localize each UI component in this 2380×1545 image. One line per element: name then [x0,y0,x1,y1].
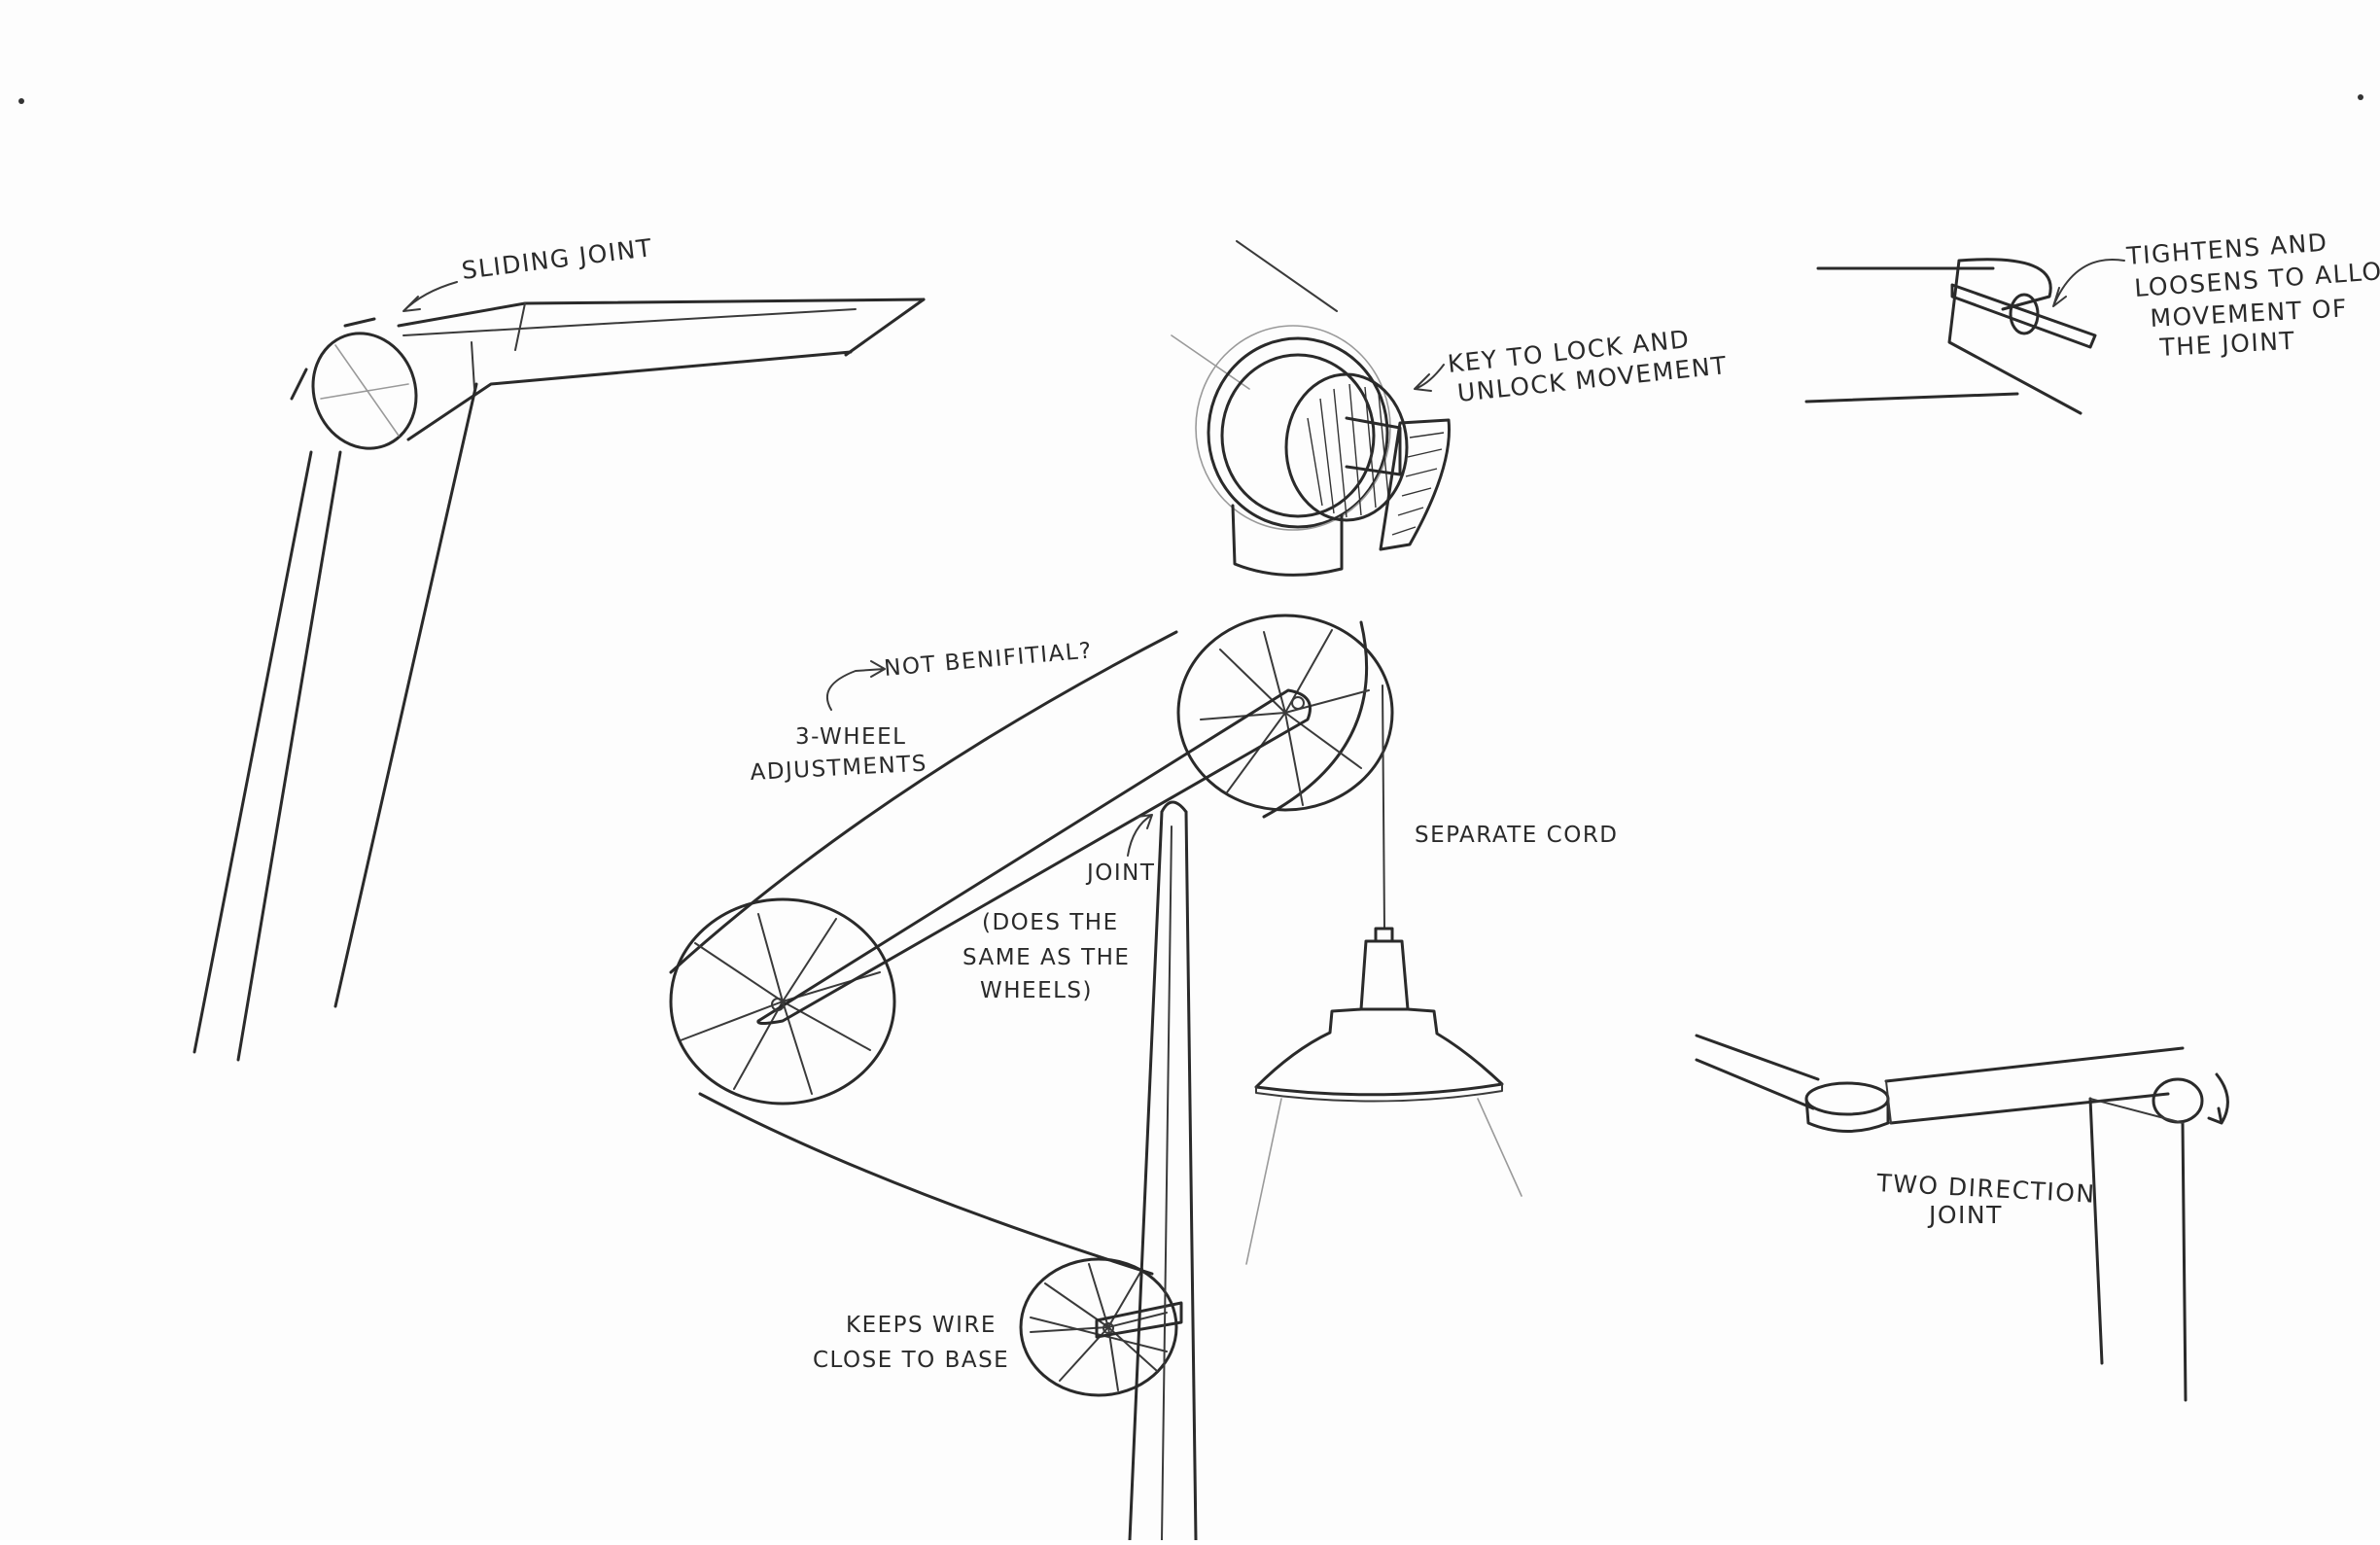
post-left-edge [1128,810,1164,1542]
key-handle-hatching [1391,432,1445,536]
post-right-edge [1184,810,1198,1542]
two-direction-joint-sketch: TWO DIRECTION JOINT [1695,1034,2229,1402]
tightens-label-line-4: THE JOINT [2158,327,2296,362]
separate-cord-label: SEPARATE CORD [1415,823,1619,848]
arm-pivot-top [1291,696,1305,710]
sliding-joint-disc [311,332,418,450]
sliding-joint-label: SLIDING JOINT [460,233,654,285]
key-shaft [1345,416,1402,476]
left-wheel-spokes [680,913,881,1095]
joint-label: JOINT [1085,860,1155,886]
arm-pivot-left [771,998,785,1011]
key-handle [1379,418,1451,551]
does-same-label-line-3: WHEELS) [980,978,1093,1003]
belt-right [1262,620,1369,819]
arm-top-edge [397,298,926,328]
belt-bottom-wrap [1030,1317,1168,1352]
pulley-arm [756,688,1312,1025]
knob-disc [2009,293,2040,335]
right-arm-front [1885,1080,1892,1124]
pulley-lamp-sketch: NOT BENIFITIAL? 3-WHEEL ADJUSTMENTS JOIN… [669,614,1619,1542]
keeps-wire-label-line-2: CLOSE TO BASE [813,1348,1009,1373]
bottom-wheel-pivot [1102,1322,1114,1334]
scan-mark-left [18,98,24,104]
bottom-wheel-arm [1095,1301,1183,1339]
right-arm-bottom [1889,1092,2170,1125]
three-wheel-label-line-1: 3-WHEEL [795,724,906,750]
arm-slider-lines [402,302,857,390]
does-same-label-line-2: SAME AS THE [962,945,1130,970]
tightening-knob-sketch: TIGHTENS AND LOOSENS TO ALLOW MOVEMENT O… [1804,228,2380,415]
joint-inner-ring [1220,353,1376,518]
horizontal-joint-disc [1804,1081,1890,1116]
vertical-post-back-edge [333,382,478,1008]
belt-lower [698,1092,1154,1276]
top-pulley-wheel [1176,614,1394,812]
two-direction-label-line-2: JOINT [1927,1201,2003,1229]
key-pointer [1414,364,1445,392]
horizontal-joint-body [1804,1097,1890,1133]
vertical-post-top [2089,1098,2184,1124]
lamp-socket [1359,927,1410,1011]
post-inner-line [1161,825,1172,1541]
sliding-joint-pointer [402,281,458,312]
bottom-wheel-spokes [1030,1263,1168,1391]
arm-tip [844,298,926,357]
rotation-arrow-side [290,368,308,401]
joint-sketch-circle [1195,325,1391,531]
keeps-wire-label-line-1: KEEPS WIRE [846,1313,997,1338]
light-beam-left [1245,1098,1282,1265]
rotation-arrow [2207,1072,2229,1125]
joint-disc-guide [320,344,409,437]
key-lock-joint-sketch: KEY TO LOCK AND UNLOCK MOVEMENT [1171,240,1729,577]
right-arm-top [1884,1046,2185,1083]
joint-block [1947,258,2082,415]
post-joint-cap [1160,800,1188,814]
upper-rod [1236,240,1338,312]
vertical-post-left-edge [192,450,313,1054]
left-bar-top [1695,1034,1820,1081]
rotation-arrow-top [343,317,376,328]
does-same-label-line-1: (DOES THE [982,910,1119,935]
tightens-pointer [2052,259,2125,307]
knob-rod [1950,283,2097,349]
disc-hatching [1307,383,1389,518]
not-beneficial-pointer [825,660,886,711]
tightens-label-line-3: MOVEMENT OF [2150,294,2349,333]
vertical-post-left [2088,1097,2104,1365]
belt-top [669,630,1178,974]
bottom-pulley-wheel [1019,1257,1178,1397]
three-wheel-label-line-2: ADJUSTMENTS [750,751,928,786]
joint-pointer [1127,814,1153,857]
joint-front-disc [1284,372,1409,522]
lamp-cord [1382,685,1385,930]
vertical-post-right-edge [236,450,342,1062]
light-beam-right [1477,1098,1522,1197]
lamp-shade-rim [1255,1083,1503,1103]
rod-guide [1171,334,1250,390]
sliding-joint-sketch: SLIDING JOINT [192,233,926,1062]
joint-base-cup [1231,504,1344,577]
joint-outer-ring [1207,336,1389,529]
left-pulley-wheel [669,897,896,1106]
left-bar-bottom [1695,1058,1815,1110]
bar-bottom-edge [1804,392,2019,404]
arm-bottom-edge [406,350,853,441]
top-wheel-spokes [1200,629,1370,806]
not-beneficial-label: NOT BENIFITIAL? [883,638,1094,682]
scan-mark-right [2358,94,2363,100]
vertical-joint-disc [2152,1077,2204,1124]
lamp-shade [1254,1007,1504,1097]
vertical-post-right [2181,1121,2188,1402]
